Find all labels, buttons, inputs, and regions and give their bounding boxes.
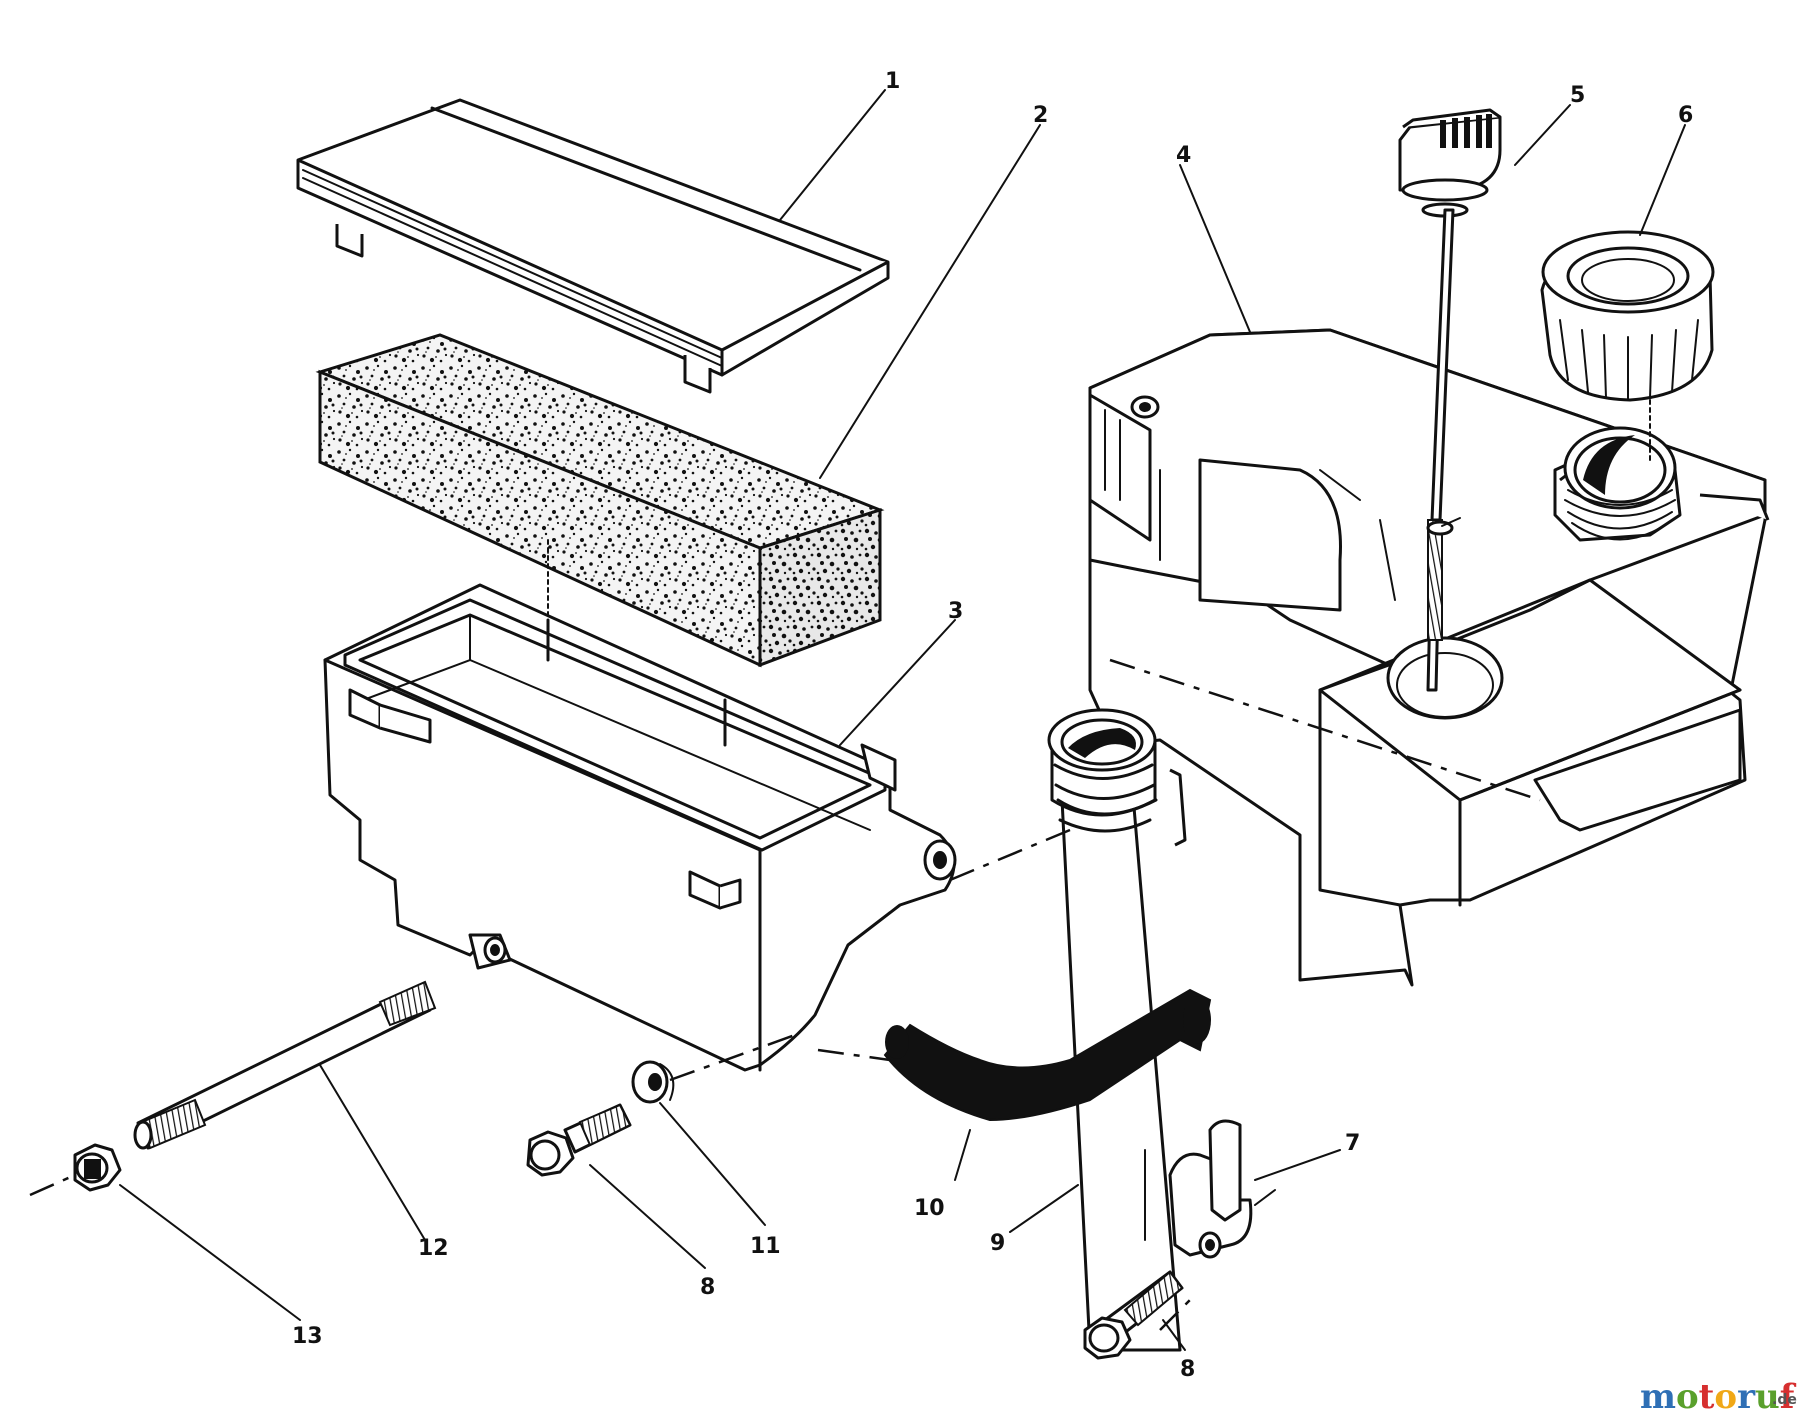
callout-9: 9: [990, 1231, 1005, 1256]
filter-element-part: [315, 333, 885, 668]
filler-cap-part: [1540, 230, 1715, 402]
breather-hose-part: [883, 988, 1212, 1122]
callout-2: 2: [1033, 103, 1048, 128]
callout-7: 7: [1345, 1131, 1360, 1156]
watermark-letter: u: [1755, 1377, 1780, 1417]
bolt-part-right: [1083, 1270, 1184, 1360]
leader-lines: [119, 89, 1686, 1351]
callout-13: 13: [292, 1324, 323, 1349]
callout-6: 6: [1678, 103, 1693, 128]
watermark-suffix: .de: [1772, 1392, 1797, 1408]
callout-8-left: 8: [700, 1275, 715, 1300]
air-cleaner-base-part: [323, 583, 957, 1072]
callout-1: 1: [885, 69, 900, 94]
callout-3: 3: [948, 599, 963, 624]
filter-cover-part: [296, 98, 890, 394]
watermark-letter: o: [1714, 1377, 1737, 1417]
watermark-logo: motoruf .de: [1640, 1377, 1797, 1417]
callout-8-right: 8: [1180, 1357, 1195, 1382]
tube-bracket-part: [1168, 1119, 1253, 1259]
assembly-centerlines: [29, 399, 1651, 1331]
dipstick-part: [1398, 108, 1502, 692]
callout-labels: 1 2 3 4 5 6 7 8 8 9 10 11 12 13: [292, 69, 1693, 1382]
watermark-letter: m: [1640, 1377, 1676, 1417]
callout-5: 5: [1570, 83, 1585, 108]
watermark-letter: t: [1699, 1377, 1715, 1417]
washer-part: [631, 1060, 675, 1104]
watermark-letter: f: [1780, 1377, 1797, 1417]
mounting-stud-part: [133, 980, 437, 1150]
callout-11: 11: [750, 1234, 781, 1259]
bolt-part-left: [526, 1103, 632, 1177]
callout-10: 10: [914, 1196, 945, 1221]
hex-nut-part: [73, 1143, 122, 1192]
watermark-text: motoruf: [1640, 1377, 1797, 1417]
watermark-letter: o: [1676, 1377, 1699, 1417]
callout-12: 12: [418, 1236, 449, 1261]
callout-4: 4: [1176, 143, 1191, 168]
watermark-letter: r: [1737, 1377, 1756, 1417]
